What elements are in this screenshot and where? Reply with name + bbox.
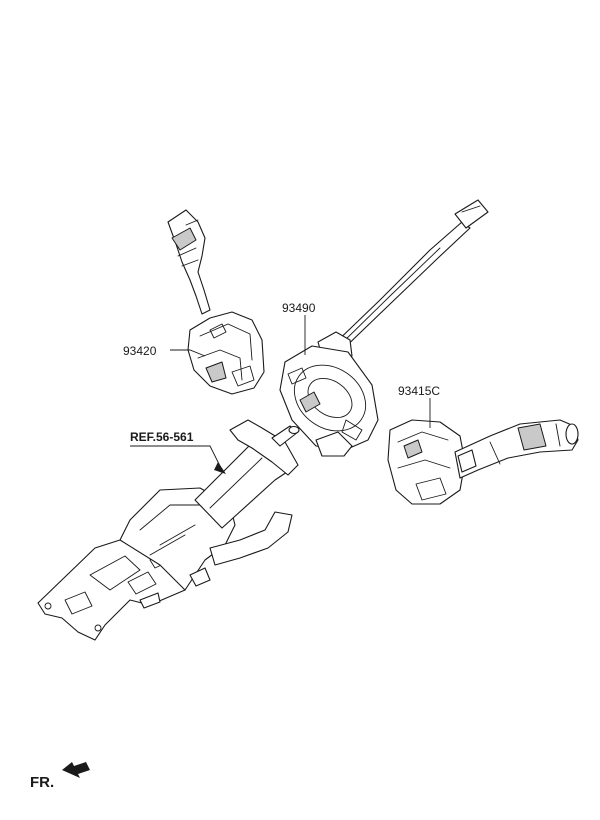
- callout-ref-steering-column: REF.56-561: [130, 430, 194, 444]
- callout-93420: 93420: [123, 344, 157, 358]
- right-switch-part: [387, 419, 579, 505]
- leader-ref: [130, 445, 223, 471]
- steering-column-part: [37, 419, 300, 641]
- front-arrow-icon: [62, 762, 90, 778]
- left-switch-part: [167, 209, 265, 395]
- clock-spring-part: [279, 199, 489, 457]
- leader-ref-arrowhead: [214, 462, 226, 474]
- front-direction-label: FR.: [30, 774, 55, 791]
- callout-93490: 93490: [282, 301, 316, 315]
- callout-93415c: 93415C: [398, 384, 441, 398]
- leader-left-switch: [170, 349, 206, 357]
